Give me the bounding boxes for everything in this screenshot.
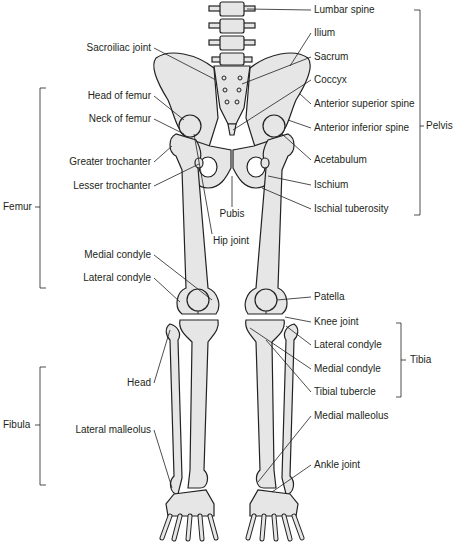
coccyx-bone <box>228 124 236 135</box>
group-label: Pelvis <box>426 120 453 132</box>
bone-label: Anterior inferior spine <box>314 122 409 134</box>
bone-label: Ankle joint <box>314 459 360 471</box>
bone-label: Ilium <box>314 27 335 39</box>
bone-label: Knee joint <box>314 316 358 328</box>
bone-label: Lesser trochanter <box>73 180 151 192</box>
bone-label: Medial condyle <box>314 363 381 375</box>
lumbar-vertebrae <box>209 2 255 65</box>
group-label: Fibula <box>3 419 30 431</box>
group-label: Tibia <box>410 354 431 366</box>
bone-label: Sacroiliac joint <box>87 42 151 54</box>
bone-label: Lateral condyle <box>314 339 382 351</box>
sacral-foramina <box>222 76 242 104</box>
bone-label: Sacrum <box>314 51 348 63</box>
bone-label: Greater trochanter <box>69 156 151 168</box>
left-leg <box>154 53 231 539</box>
bone-label: Medial condyle <box>84 249 151 261</box>
bone-label: Head <box>127 377 151 389</box>
bone-label: Ischium <box>314 179 348 191</box>
bone-label: Lateral malleolus <box>75 424 151 436</box>
bone-label: Hip joint <box>213 235 249 247</box>
bone-label: Coccyx <box>314 74 347 86</box>
bone-label: Lumbar spine <box>314 4 375 16</box>
bone-label: Lateral condyle <box>83 272 151 284</box>
sacrum-bone <box>214 66 250 124</box>
bone-label: Patella <box>314 291 345 303</box>
group-brackets <box>35 10 424 485</box>
leader-lines <box>154 9 311 492</box>
bone-label: Ischial tuberosity <box>314 203 388 215</box>
bone-label: Acetabulum <box>314 154 367 166</box>
bone-label: Anterior superior spine <box>314 98 415 110</box>
bone-label: Tibial tubercle <box>314 386 376 398</box>
bone-label: Pubis <box>219 208 244 220</box>
bone-label: Medial malleolus <box>314 410 388 422</box>
right-leg <box>233 53 310 539</box>
bone-label: Neck of femur <box>89 113 151 125</box>
bone-label: Head of femur <box>88 90 151 102</box>
group-label: Femur <box>3 201 32 213</box>
